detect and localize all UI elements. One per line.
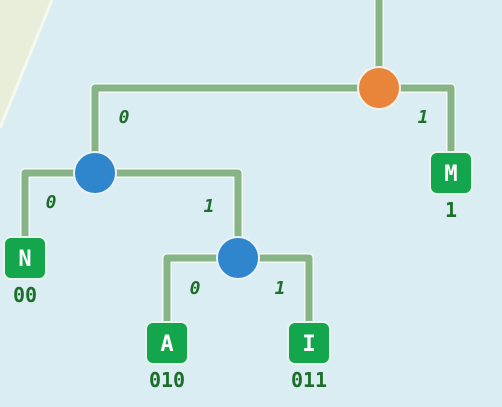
root-node [357, 66, 401, 110]
leaf-letter: I [302, 332, 315, 357]
edge-label-n1-left: 0 [46, 192, 57, 213]
edge-n1-left [21, 169, 99, 262]
edge-label-n1-right: 1 [204, 196, 215, 217]
leaf-code-m: 1 [445, 198, 457, 222]
edge-root-left [91, 84, 383, 177]
edge-label-n2-right: 1 [275, 278, 286, 299]
leaf-letter: N [18, 247, 31, 272]
leaf-letter: A [160, 332, 173, 357]
edge-n1-right [91, 169, 242, 262]
leaf-box [287, 321, 331, 365]
edge-label-root-right: 1 [418, 107, 429, 128]
leaf-letter: M [444, 162, 457, 187]
edge-root-right [375, 84, 455, 177]
internal-node-0 [73, 151, 117, 195]
tree-edges [20, 0, 456, 348]
leaf-code-a: 010 [149, 368, 185, 392]
leaf-code-i: 011 [291, 368, 327, 392]
edge-label-root-left: 0 [119, 107, 130, 128]
internal-node-01 [216, 236, 260, 280]
leaf-n: N [3, 236, 47, 280]
edge-n2-left [163, 254, 242, 347]
leaf-i: I [287, 321, 331, 365]
leaf-code-n: 00 [13, 283, 37, 307]
leaf-box [3, 236, 47, 280]
edge-n2-right [234, 254, 313, 347]
edge-label-n2-left: 0 [190, 278, 201, 299]
leaf-m: M [429, 151, 473, 195]
leaf-box [145, 321, 189, 365]
corner-edge [0, 0, 54, 129]
leaf-a: A [145, 321, 189, 365]
leaf-box [429, 151, 473, 195]
